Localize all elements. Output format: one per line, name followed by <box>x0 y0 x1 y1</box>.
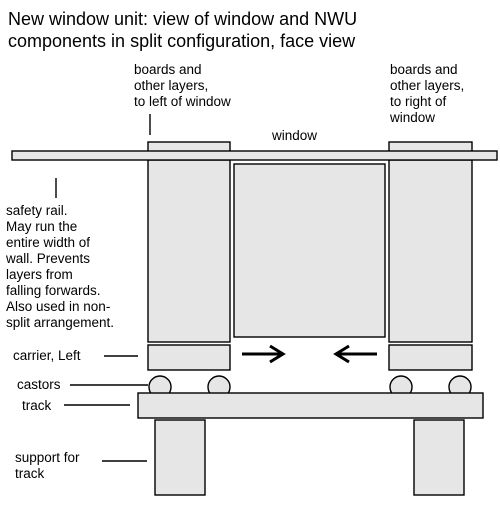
window <box>233 163 386 338</box>
castors-label: castors <box>17 377 61 392</box>
track <box>137 392 484 419</box>
safety-rail-line-4: wall. Prevents <box>5 251 90 266</box>
window-label: window <box>271 128 317 143</box>
boards-left-line-3: to left of window <box>134 94 231 109</box>
track-label: track <box>22 398 52 413</box>
boards-left-line-1: boards and <box>134 62 202 77</box>
boards-right-label: boards and other layers, to right of win… <box>389 62 464 125</box>
arrow-left-icon <box>333 344 377 364</box>
right-board-stack <box>388 159 473 343</box>
safety-rail-line-6: falling forwards. <box>6 283 101 298</box>
support-label-line-1: support for <box>15 450 80 465</box>
safety-rail-line-3: entire width of <box>6 235 90 250</box>
title-line-1: New window unit: view of window and NWU <box>8 9 357 29</box>
boards-right-line-1: boards and <box>390 62 458 77</box>
track-support-left <box>154 419 206 496</box>
boards-right-line-4: window <box>389 110 435 125</box>
safety-rail-line-1: safety rail. <box>6 203 68 218</box>
safety-rail-line-2: May run the <box>6 219 77 234</box>
title-line-2: components in split configuration, face … <box>8 31 356 51</box>
left-board-stack <box>147 159 231 343</box>
arrow-right-icon <box>242 344 286 364</box>
boards-left-line-2: other layers, <box>134 78 208 93</box>
safety-rail <box>11 150 498 161</box>
boards-right-line-3: to right of <box>390 94 447 109</box>
safety-rail-line-5: layers from <box>6 267 73 282</box>
safety-rail-line-8: split arrangement. <box>6 315 114 330</box>
safety-rail-line-7: Also used in non- <box>6 299 110 314</box>
boards-left-label: boards and other layers, to left of wind… <box>134 62 231 109</box>
safety-rail-label: safety rail. May run the entire width of… <box>5 203 114 330</box>
track-support-right <box>413 419 465 496</box>
carrier-left-label: carrier, Left <box>13 348 81 363</box>
boards-right-line-2: other layers, <box>390 78 464 93</box>
support-label-line-2: track <box>15 466 45 481</box>
carrier-left <box>147 344 231 371</box>
carrier-right <box>388 344 473 371</box>
